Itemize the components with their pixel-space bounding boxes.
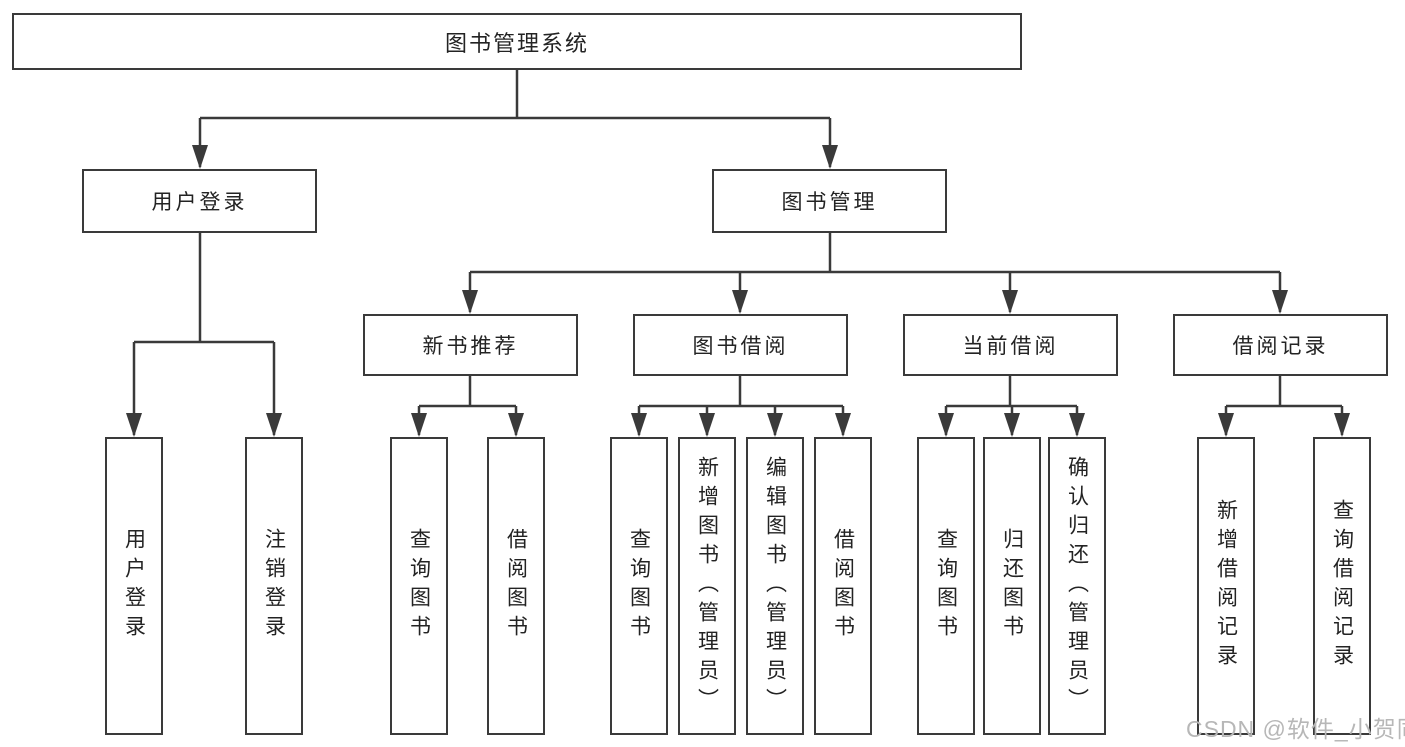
node-book-management: 图书管理 <box>712 169 947 233</box>
leaf-user-login: 用户登录 <box>105 437 163 735</box>
leaf-return-book: 归还图书 <box>983 437 1041 735</box>
leaf-query-borrow-record: 查询借阅记录 <box>1313 437 1371 735</box>
leaf-add-book-admin: 新增图书（管理员） <box>678 437 736 735</box>
node-current-borrowing: 当前借阅 <box>903 314 1118 376</box>
node-new-book-recommendation: 新书推荐 <box>363 314 578 376</box>
node-borrowing-records: 借阅记录 <box>1173 314 1388 376</box>
leaf-borrow-books: 借阅图书 <box>487 437 545 735</box>
csdn-watermark: CSDN @软件_小贺同学 <box>1186 716 1405 742</box>
node-library-management-system: 图书管理系统 <box>12 13 1022 70</box>
leaf-query-books: 查询图书 <box>390 437 448 735</box>
leaf-query-books: 查询图书 <box>610 437 668 735</box>
leaf-add-borrow-record: 新增借阅记录 <box>1197 437 1255 735</box>
leaf-query-books: 查询图书 <box>917 437 975 735</box>
node-user-login: 用户登录 <box>82 169 317 233</box>
leaf-confirm-return-admin: 确认归还（管理员） <box>1048 437 1106 735</box>
leaf-borrow-books: 借阅图书 <box>814 437 872 735</box>
leaf-edit-book-admin: 编辑图书（管理员） <box>746 437 804 735</box>
node-book-borrowing: 图书借阅 <box>633 314 848 376</box>
leaf-logout: 注销登录 <box>245 437 303 735</box>
